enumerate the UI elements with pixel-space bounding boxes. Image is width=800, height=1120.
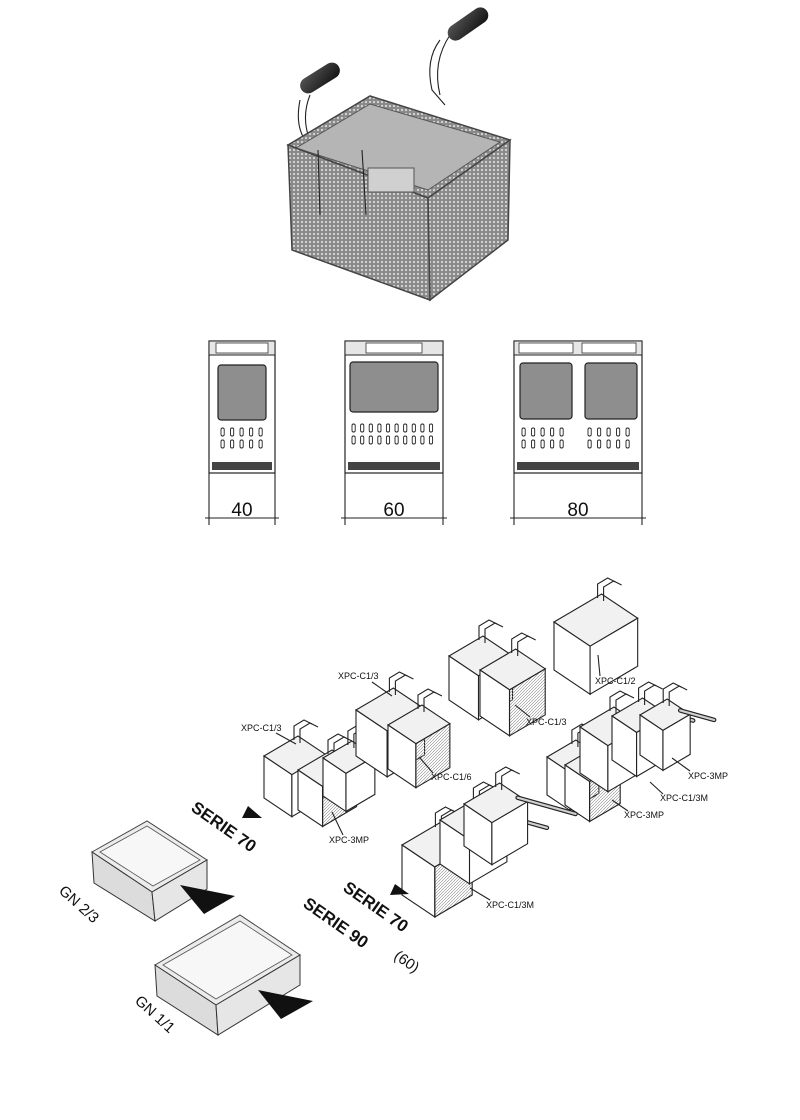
front-view-40 [205,340,279,525]
front-view-60 [341,340,447,525]
arrow-lower [390,884,409,895]
arrow-upper [242,806,262,818]
wire-basket [552,577,639,696]
basket-right-side [427,138,511,302]
basket-label-9: XPC-3MP [624,810,664,820]
size-label-40: 40 [231,500,252,521]
right-handle-grip [447,7,489,41]
basket-label-8: XPC-C1/3M [660,793,708,803]
basket-label-6: XPC-C1/2 [595,676,636,686]
arrow-gn-1-1 [258,990,313,1019]
basket-label-10: XPC-C1/3M [486,900,534,910]
wire-basket [462,766,578,866]
leader-lines [275,654,691,901]
wire-basket [638,682,717,772]
wire-basket [478,632,547,737]
serie-upper-label: SERIE 70 [188,798,260,856]
size-label-80: 80 [567,500,588,521]
basket-label-1: XPC-C1/3 [338,671,379,681]
front-view-80 [510,340,646,525]
basket-label-5: XPC-C1/3 [526,717,567,727]
basket-drawings [262,577,717,919]
serie-lower-paren: (60) [391,947,423,976]
basket-label-3: XPC-3MP [329,835,369,845]
basket-label-7: XPC-3MP [688,771,728,781]
basket-label-2: XPC-C1/3 [241,723,282,733]
gn-label-2-3: GN 2/3 [55,882,102,926]
gn-container-1-1 [154,914,313,1036]
right-handle-wire [429,39,446,106]
basket-label-4: XPC-C1/6 [431,772,472,782]
front-view-vents [220,423,630,449]
arrow-gn-2-3 [180,885,235,914]
wire-basket [386,688,451,789]
left-handle-grip [300,62,340,94]
basket-photo [286,7,512,302]
gn-container-2-3 [91,820,235,922]
basket-inner-plate [367,167,415,193]
size-label-60: 60 [383,500,404,521]
